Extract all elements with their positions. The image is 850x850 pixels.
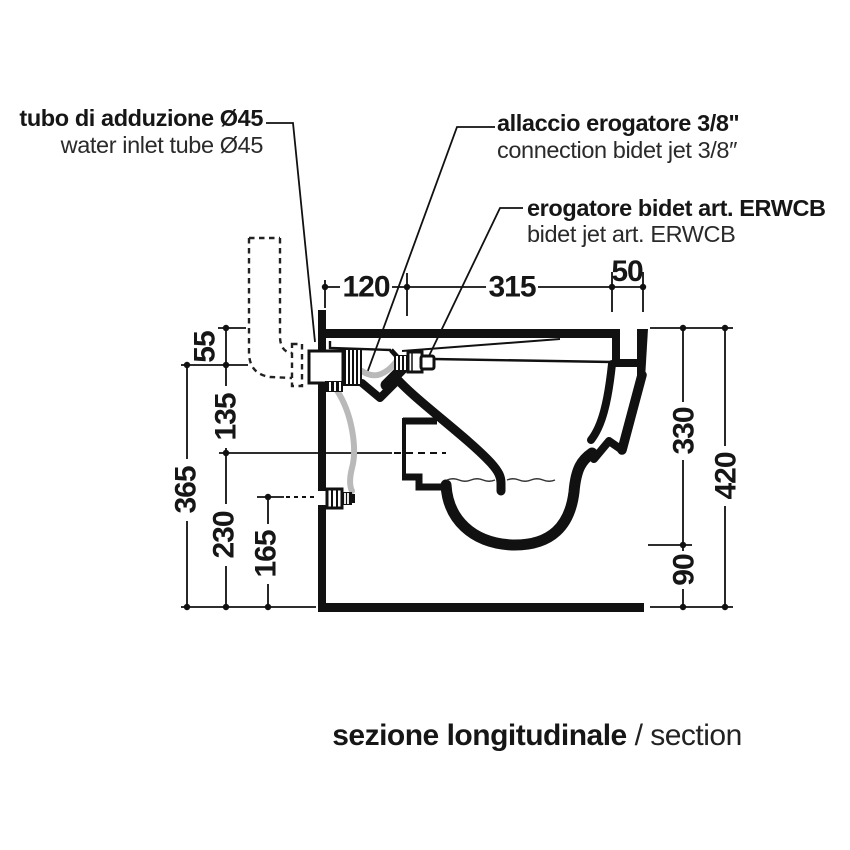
leader-line-jet-connection <box>365 126 495 377</box>
dim-365-label: 365 <box>170 466 203 513</box>
callout-bidet-jet-title: erogatore bidet art. ERWCB <box>527 195 826 221</box>
dim-165-label: 165 <box>250 530 283 577</box>
wall <box>318 310 326 607</box>
flexible-hose-lower <box>333 386 357 494</box>
toilet-section <box>318 310 648 612</box>
leader-line-water-inlet <box>266 122 316 343</box>
callout-bidet-jet-subtitle: bidet jet art. ERWCB <box>527 221 735 247</box>
dim-55-label: 55 <box>189 331 222 363</box>
outlet-spigot <box>402 417 446 491</box>
caption-suffix: / section <box>627 719 742 752</box>
dim-90-label: 90 <box>668 554 701 586</box>
dim-315-label: 315 <box>488 271 535 304</box>
dim-420-label: 420 <box>710 452 743 499</box>
floor <box>318 603 644 612</box>
dim-50-label: 50 <box>611 255 643 288</box>
check-valve <box>318 487 355 510</box>
dim-120-label: 120 <box>342 271 389 304</box>
callout-water-inlet-title: tubo di adduzione Ø45 <box>19 105 263 131</box>
water-level-line <box>446 478 556 482</box>
leader-line-bidet-jet <box>427 207 523 359</box>
dimension-lines <box>181 272 733 608</box>
dimension-ticks <box>183 283 729 611</box>
trap-bowl-outline <box>440 447 598 551</box>
callout-water-inlet-subtitle: water inlet tube Ø45 <box>60 132 264 158</box>
callout-jet-connection-title: allaccio erogatore 3/8" <box>497 110 739 136</box>
dim-135-label: 135 <box>210 393 243 440</box>
water-inlet-tube-dashed <box>247 236 304 388</box>
caption-title: sezione longitudinale <box>332 719 627 752</box>
callout-jet-connection-subtitle: connection bidet jet 3/8″ <box>497 137 737 163</box>
caption: sezione longitudinale / section <box>332 719 742 752</box>
inlet-fitting <box>307 348 362 392</box>
dim-230-label: 230 <box>208 511 241 558</box>
bidet-jet-nozzle <box>380 350 436 391</box>
flexible-hose-upper <box>359 359 399 379</box>
dim-330-label: 330 <box>668 407 701 454</box>
